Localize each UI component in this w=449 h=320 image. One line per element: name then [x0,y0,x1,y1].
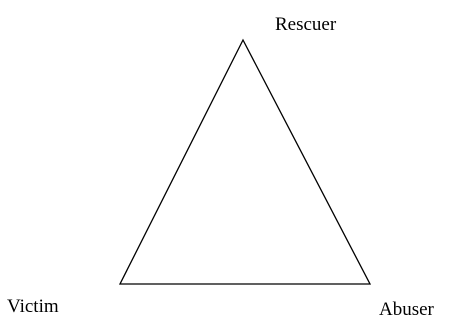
label-abuser: Abuser [379,299,434,320]
triangle-shape [118,38,372,285]
label-rescuer: Rescuer [275,14,337,35]
label-victim: Victim [7,296,59,317]
